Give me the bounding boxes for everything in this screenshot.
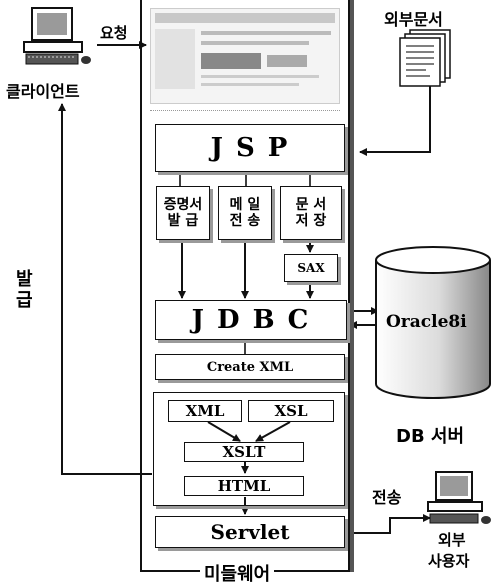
xsl-box: XSL	[248, 400, 334, 422]
module-mail: 메 일 전 송	[218, 186, 272, 240]
jsp-label: J S P	[211, 133, 290, 163]
external-docs-arrow	[360, 86, 430, 152]
jsp-box: J S P	[155, 124, 345, 172]
external-user-label: 외부	[438, 532, 466, 549]
xml-box: XML	[168, 400, 242, 422]
external-user-label-2: 사용자	[428, 550, 469, 571]
xslt-box: XSLT	[184, 442, 304, 462]
web-page-thumbnail	[150, 8, 340, 104]
external-docs-label: 외부문서	[384, 6, 443, 30]
transmit-label: 전송	[372, 484, 401, 508]
client-computer-icon	[22, 6, 94, 68]
module-certificate: 증명서 발 급	[156, 186, 210, 240]
db-name: Oracle8i	[386, 312, 467, 332]
servlet-box: Servlet	[155, 516, 345, 548]
create-xml-box: Create XML	[155, 354, 345, 380]
db-server-label: DB 서버	[396, 422, 464, 448]
issue-arrow	[62, 104, 152, 474]
transmit-arrow	[346, 518, 430, 533]
request-label: 요청	[100, 22, 128, 43]
document-stack-icon	[396, 28, 460, 90]
divider-dots	[150, 110, 340, 111]
jdbc-box: J D B C	[155, 300, 347, 340]
client-label: 클라이언트	[6, 78, 80, 102]
html-box: HTML	[184, 476, 304, 496]
external-user-computer-icon	[424, 470, 494, 530]
issue-label: 발 급	[16, 270, 33, 311]
middleware-label: 미들웨어	[200, 560, 274, 586]
module-doc-store: 문 서 저 장	[280, 186, 342, 240]
sax-box: SAX	[284, 254, 338, 282]
